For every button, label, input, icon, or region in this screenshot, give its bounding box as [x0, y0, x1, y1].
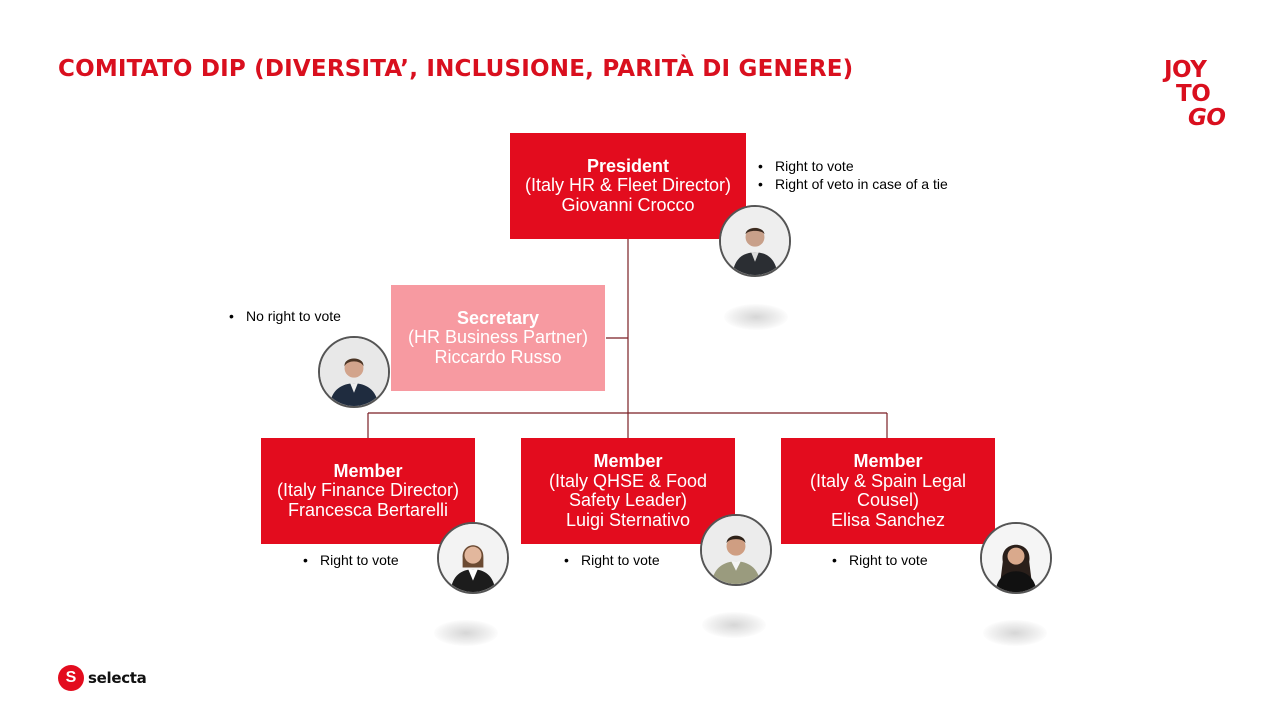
president-note: Right of veto in case of a tie [756, 175, 948, 193]
president-title: (Italy HR & Fleet Director) [524, 175, 732, 196]
member-title: (Italy Finance Director) [276, 480, 460, 501]
secretary-avatar [318, 336, 390, 408]
person-photo-icon [320, 338, 388, 406]
member-note: Right to vote [830, 551, 928, 569]
member-1-notes: Right to vote [301, 551, 399, 569]
president-note: Right to vote [756, 157, 948, 175]
selecta-logo: S selecta [58, 665, 147, 691]
person-photo-icon [702, 516, 770, 584]
member-note: Right to vote [562, 551, 660, 569]
person-photo-icon [439, 524, 507, 592]
secretary-box: Secretary (HR Business Partner) Riccardo… [391, 285, 605, 391]
president-name: Giovanni Crocco [561, 194, 695, 215]
person-photo-icon [721, 207, 789, 275]
brand-line-3: GO [1188, 105, 1226, 131]
member-role: Member [853, 451, 923, 471]
member-2-notes: Right to vote [562, 551, 660, 569]
page-title: COMITATO DIP (DIVERSITA’, INCLUSIONE, PA… [58, 56, 854, 82]
selecta-wordmark: selecta [88, 669, 147, 687]
member-name: Francesca Bertarelli [287, 499, 449, 520]
member-name: Elisa Sanchez [830, 509, 946, 530]
brand-line-1: JOY [1164, 57, 1207, 83]
member-note: Right to vote [301, 551, 399, 569]
member-title: (Italy QHSE & Food Safety Leader) [548, 470, 708, 510]
member-box-2: Member (Italy QHSE & Food Safety Leader)… [521, 438, 735, 544]
person-photo-icon [982, 524, 1050, 592]
secretary-notes: No right to vote [227, 307, 341, 325]
member-3-avatar [980, 522, 1052, 594]
president-notes: Right to vote Right of veto in case of a… [756, 157, 948, 193]
president-box: President (Italy HR & Fleet Director) Gi… [510, 133, 746, 239]
president-role: President [586, 155, 670, 176]
avatar-shadow [724, 304, 788, 330]
selecta-logo-icon: S [58, 665, 84, 691]
member-1-avatar [437, 522, 509, 594]
secretary-note: No right to vote [227, 307, 341, 325]
member-title: (Italy & Spain Legal Cousel) [809, 470, 967, 510]
brand-line-2: TO [1176, 81, 1211, 107]
president-avatar [719, 205, 791, 277]
avatar-shadow [983, 620, 1047, 646]
member-box-3: Member (Italy & Spain Legal Cousel) Elis… [781, 438, 995, 544]
avatar-shadow [434, 620, 498, 646]
avatar-shadow [702, 612, 766, 638]
member-role: Member [593, 451, 663, 471]
member-name: Luigi Sternativo [565, 509, 691, 530]
member-box-1: Member (Italy Finance Director) Francesc… [261, 438, 475, 544]
member-2-avatar [700, 514, 772, 586]
secretary-name: Riccardo Russo [434, 346, 562, 367]
member-role: Member [333, 460, 403, 481]
secretary-title: (HR Business Partner) [407, 327, 589, 348]
member-3-notes: Right to vote [830, 551, 928, 569]
secretary-role: Secretary [456, 307, 540, 328]
